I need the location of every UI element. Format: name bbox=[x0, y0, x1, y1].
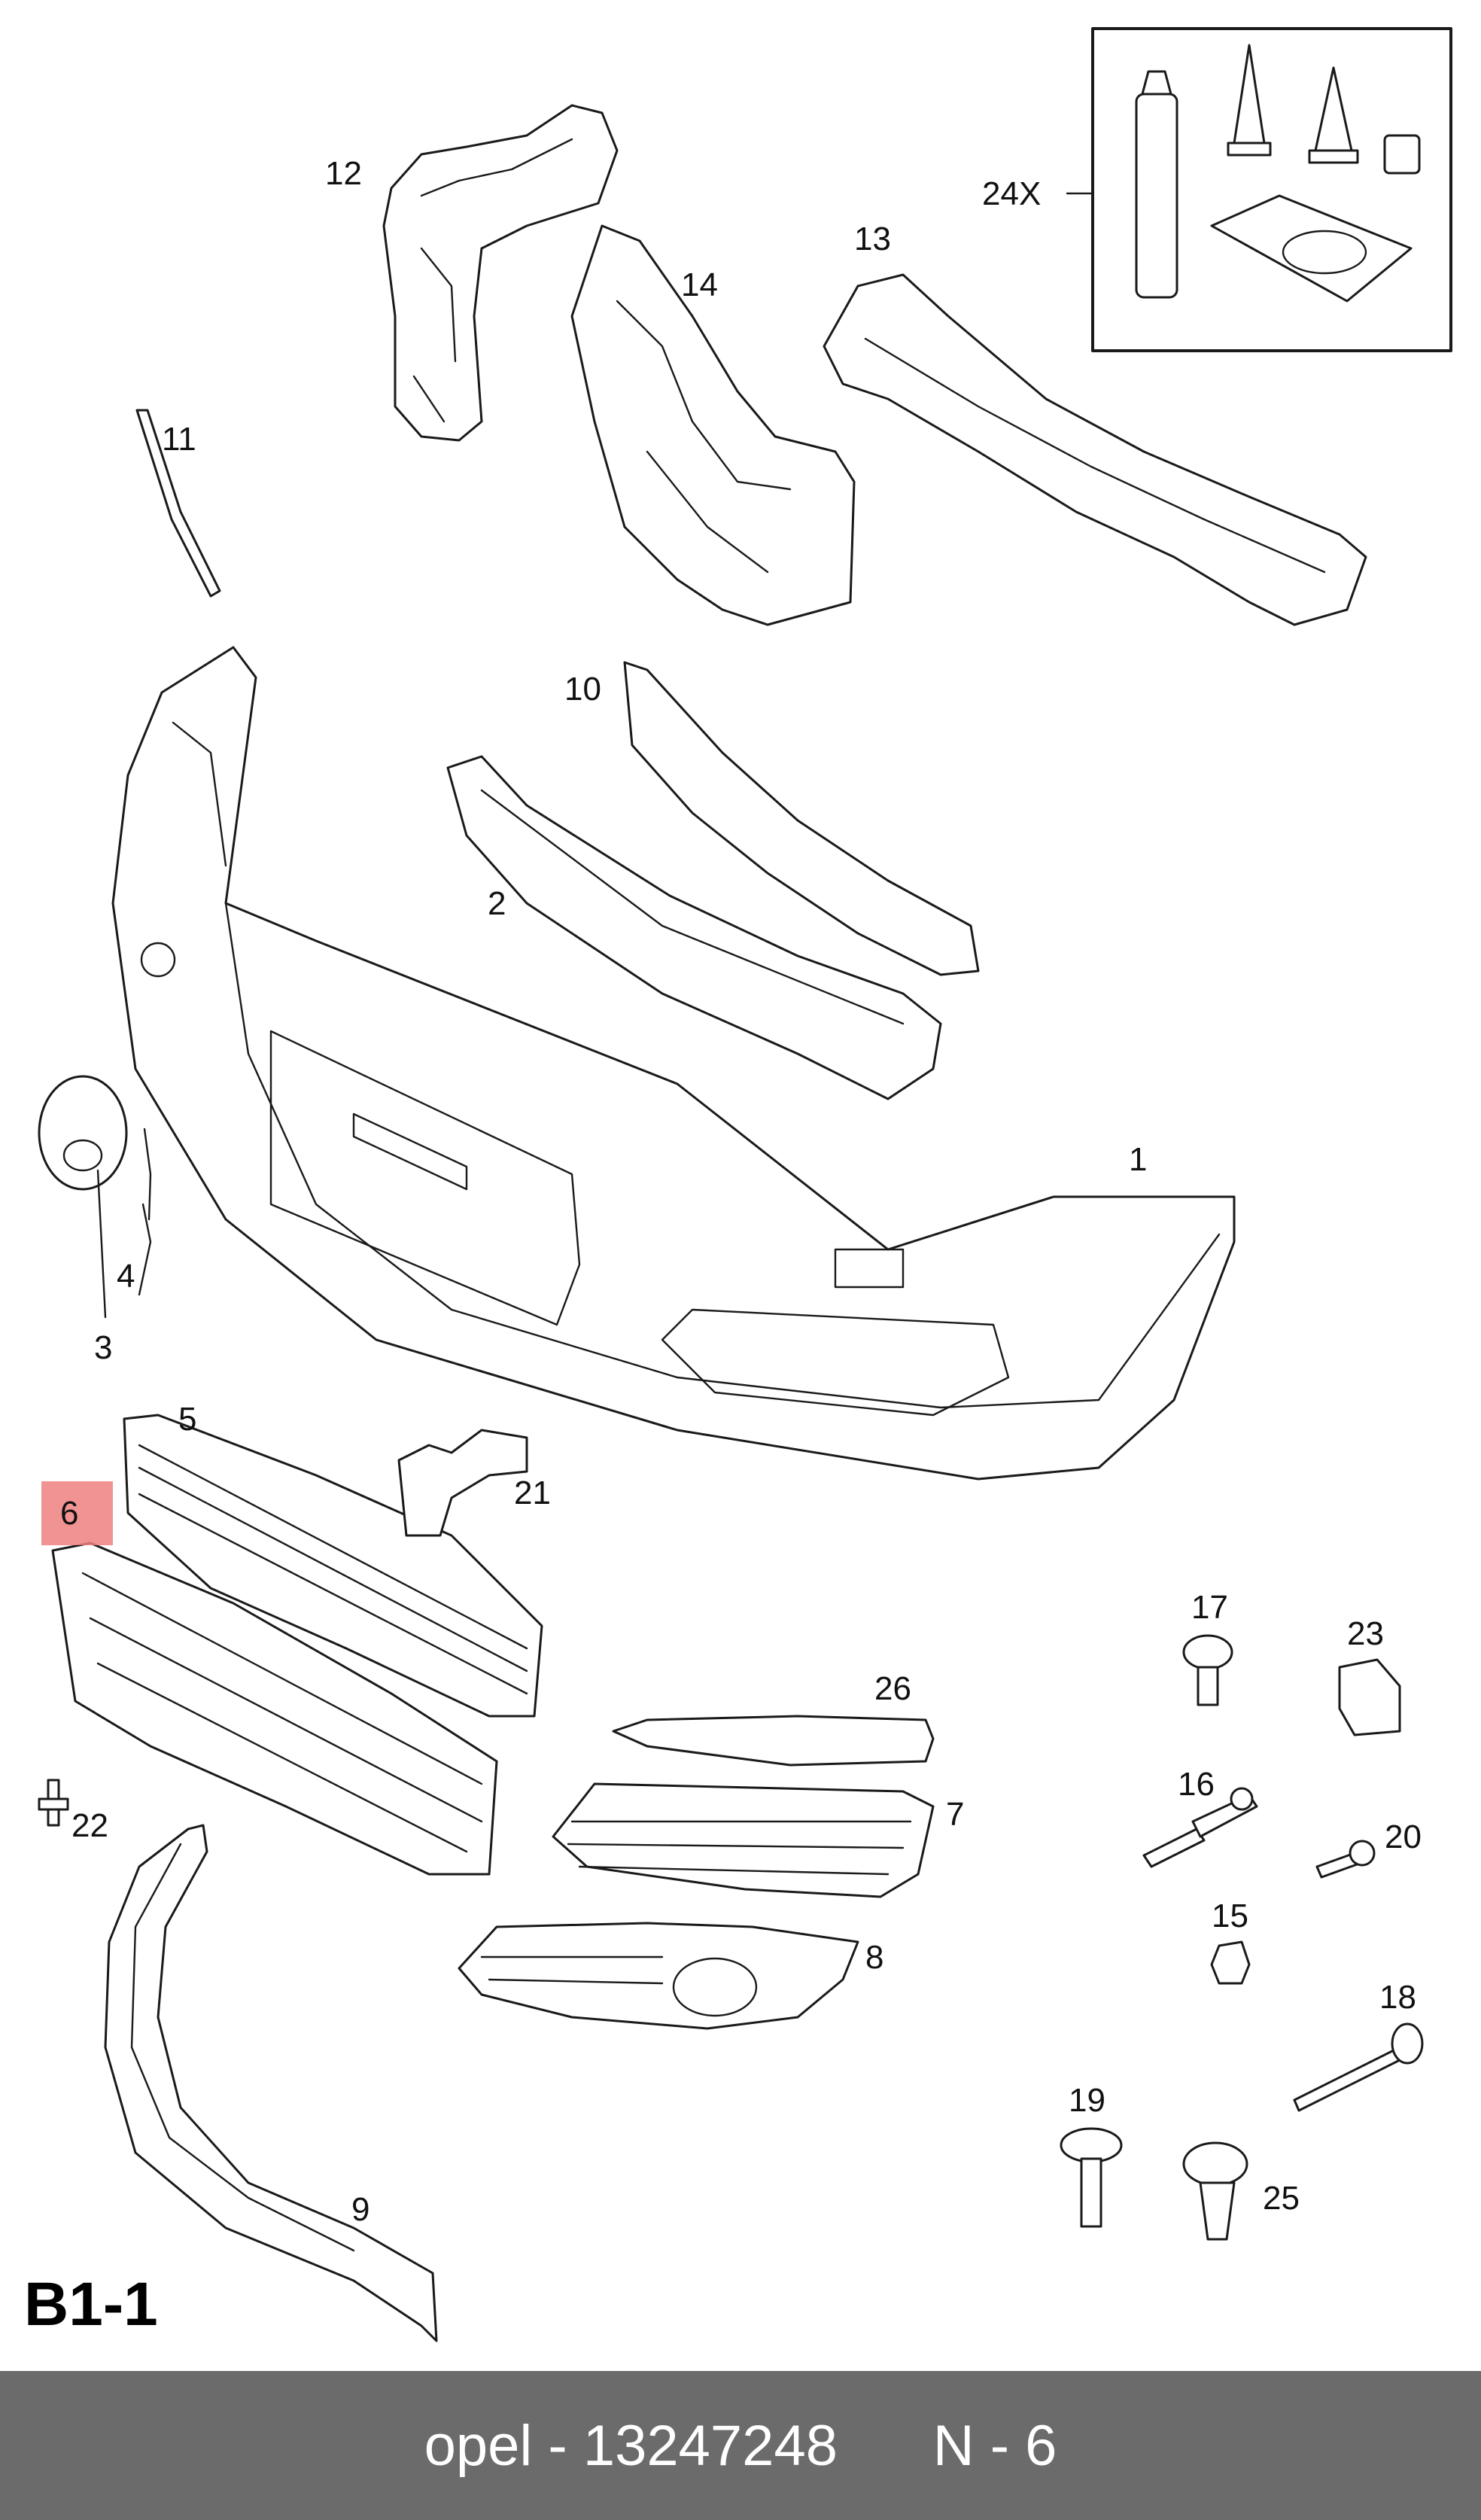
part-25-clip bbox=[1182, 2141, 1248, 2241]
kit-box bbox=[1066, 27, 1452, 352]
callout-16: 16 bbox=[1178, 1766, 1215, 1803]
callout-10: 10 bbox=[564, 671, 601, 708]
callout-21: 21 bbox=[514, 1475, 551, 1511]
part-15-nut bbox=[1210, 1940, 1251, 1985]
footer-position: N - 6 bbox=[932, 2413, 1057, 2478]
part-13-reinforcement bbox=[823, 273, 1367, 626]
callout-17: 17 bbox=[1191, 1589, 1228, 1626]
callout-12: 12 bbox=[325, 155, 362, 192]
part-23-nut bbox=[1338, 1658, 1401, 1736]
part-1-bumper bbox=[111, 646, 1236, 1481]
part-18-rivet bbox=[1293, 2022, 1424, 2112]
footer-gap bbox=[838, 2413, 933, 2479]
part-16-bolt bbox=[1142, 1787, 1258, 1868]
callout-24x: 24X bbox=[982, 175, 1041, 212]
part-4-clip bbox=[138, 1128, 152, 1296]
callout-15: 15 bbox=[1212, 1898, 1248, 1934]
callout-13: 13 bbox=[854, 221, 891, 257]
part-22-pin bbox=[38, 1779, 69, 1827]
page-label: B1-1 bbox=[24, 2270, 158, 2339]
sealant-tube bbox=[1135, 93, 1178, 299]
part-5-grille-upper bbox=[123, 1414, 543, 1718]
callout-19: 19 bbox=[1069, 2082, 1105, 2119]
part-20-screw bbox=[1315, 1840, 1376, 1879]
footer-separator: - bbox=[532, 2413, 583, 2478]
plate-recess bbox=[269, 1030, 581, 1326]
part-12-bracket bbox=[382, 104, 619, 442]
part-26-strip bbox=[612, 1715, 935, 1767]
part-21-bracket bbox=[397, 1429, 528, 1537]
part-7-side-grille bbox=[552, 1782, 935, 1898]
part-2-grille-frame bbox=[446, 755, 942, 1100]
part-3-tow-cover bbox=[38, 1075, 128, 1319]
fog-opening bbox=[661, 1308, 1010, 1417]
nozzle-1 bbox=[1233, 44, 1266, 145]
footer-brand: opel bbox=[424, 2413, 533, 2478]
nozzle-2 bbox=[1314, 66, 1353, 152]
callout-18: 18 bbox=[1379, 1979, 1416, 2016]
callout-22: 22 bbox=[71, 1807, 108, 1844]
callout-6: 6 bbox=[60, 1495, 78, 1532]
callout-7: 7 bbox=[946, 1796, 964, 1833]
callout-14: 14 bbox=[681, 266, 718, 303]
callout-1: 1 bbox=[1129, 1141, 1147, 1178]
part-8-fog-grille bbox=[458, 1922, 859, 2030]
part-10-panel bbox=[623, 661, 980, 976]
parts-diagram: 1 2 3 4 5 6 7 8 9 10 11 12 13 14 15 16 1… bbox=[38, 27, 1452, 2342]
sealant-pouch bbox=[1210, 194, 1413, 303]
callout-2: 2 bbox=[488, 885, 506, 922]
callout-23: 23 bbox=[1347, 1615, 1384, 1652]
part-9-spoiler bbox=[104, 1824, 438, 2342]
callout-4: 4 bbox=[117, 1258, 135, 1295]
callout-20: 20 bbox=[1385, 1818, 1422, 1855]
callout-25: 25 bbox=[1263, 2180, 1300, 2217]
callout-8: 8 bbox=[865, 1939, 883, 1976]
callout-26: 26 bbox=[874, 1670, 911, 1707]
cap bbox=[1383, 134, 1421, 175]
part-19-screw bbox=[1060, 2127, 1123, 2228]
part-6-grille bbox=[51, 1542, 498, 1876]
callout-11: 11 bbox=[162, 421, 196, 458]
callout-5: 5 bbox=[178, 1401, 196, 1438]
callout-9: 9 bbox=[351, 2191, 369, 2228]
highlight-box bbox=[41, 1481, 113, 1545]
part-17-clip bbox=[1182, 1634, 1233, 1706]
footer-part-number: 13247248 bbox=[582, 2413, 838, 2478]
footer-bar: opel - 13247248 N - 6 bbox=[0, 2371, 1481, 2520]
part-11-strip bbox=[135, 409, 221, 598]
callout-3: 3 bbox=[94, 1329, 112, 1366]
